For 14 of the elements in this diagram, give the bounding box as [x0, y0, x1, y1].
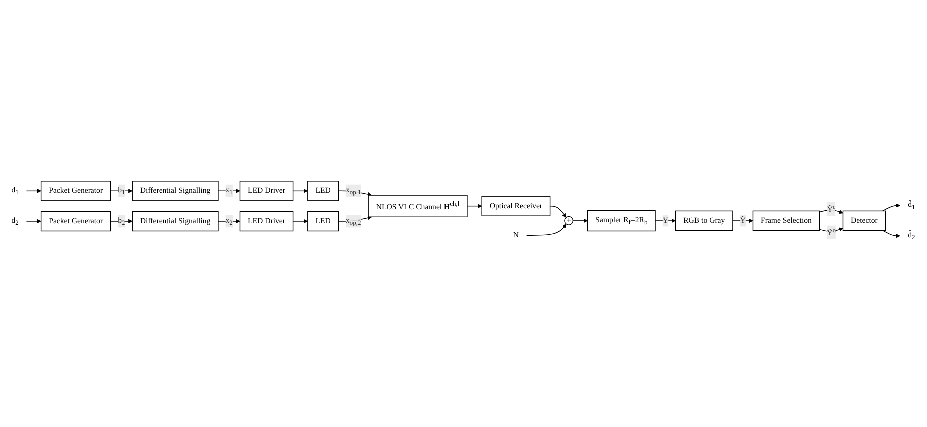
arrow: [526, 224, 567, 236]
arrow: [882, 230, 900, 238]
arrow: [467, 204, 482, 208]
arrow: [292, 188, 308, 194]
arrow: [572, 218, 588, 223]
arrow: [26, 188, 42, 194]
arrow: [732, 218, 754, 223]
arrow: [338, 216, 372, 222]
arrow: [882, 204, 900, 212]
arrow: [26, 219, 42, 224]
arrow: [550, 206, 567, 218]
arrow: [655, 218, 676, 223]
arrow: [292, 219, 308, 224]
arrow: [819, 210, 844, 214]
